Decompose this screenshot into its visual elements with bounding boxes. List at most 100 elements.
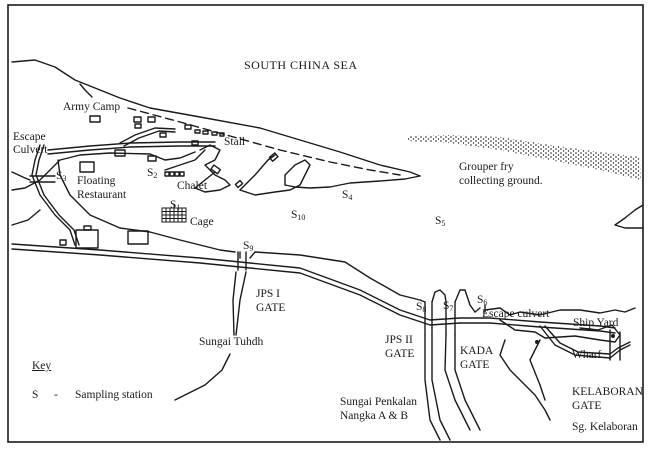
station-number: 4 [348, 193, 353, 202]
spit-south-edge [284, 175, 421, 189]
label-grouper-line2: collecting ground. [459, 175, 543, 187]
coast-inlet [79, 83, 93, 98]
army-camp-building [89, 115, 101, 123]
label-floating-line1: Floating [77, 175, 116, 187]
station-s6: S6 [477, 294, 487, 309]
wharf-marker [535, 340, 539, 344]
key-dash: - [54, 389, 58, 401]
station-s7: S7 [443, 300, 453, 315]
station-number: 2 [153, 171, 158, 180]
chalet-unit [164, 171, 170, 177]
stall-building [219, 132, 225, 137]
station-letter: S [56, 170, 63, 182]
station-s5: S5 [435, 215, 445, 230]
label-cage: Cage [190, 216, 214, 228]
label-sungai-tuhdh: Sungai Tuhdh [199, 336, 264, 348]
shipyard-marker [611, 334, 615, 338]
building [191, 140, 199, 146]
building [234, 179, 244, 189]
fish-cage [161, 204, 187, 223]
label-stall: Stall [224, 136, 246, 148]
penkalan-river [424, 334, 451, 441]
key-symbol: S [32, 389, 39, 401]
station-number: 1 [176, 203, 181, 212]
building [147, 155, 157, 162]
grouper-fry-ground [408, 135, 641, 180]
dashed-boundary [127, 107, 401, 176]
kada-river [444, 334, 481, 431]
chalet-unit [179, 171, 185, 177]
jps2-gate [424, 301, 433, 336]
label-escape-culvert-line2: Culvert [13, 144, 48, 156]
label-army-camp: Army Camp [63, 101, 121, 113]
west-creek [11, 171, 41, 226]
sungai-tuhdh-lower [174, 353, 231, 401]
wharf-loop [499, 319, 621, 343]
station-letter: S [443, 300, 450, 312]
station-letter: S [291, 209, 298, 221]
station-letter: S [435, 215, 442, 227]
lagoon-loop-west [194, 144, 231, 193]
label-kelaboran-line1: KELABORAN [572, 386, 643, 398]
building [133, 116, 142, 123]
label-jps1-line2: GATE [256, 302, 286, 314]
station-s3: S3 [56, 170, 66, 185]
station-s9: S9 [243, 240, 253, 255]
sea-title: SOUTH CHINA SEA [244, 58, 358, 72]
label-wharf: Wharf [572, 349, 602, 361]
stall-building [202, 130, 209, 135]
label-ship-yard: Ship Yard [573, 317, 619, 329]
label-kada-line1: KADA [460, 345, 494, 357]
label-sg-kelaboran: Sg. Kelaboran [572, 421, 638, 433]
label-penkalan-line2: Nangka A & B [340, 410, 409, 422]
west-road [31, 144, 76, 246]
label-kelaboran-line2: GATE [572, 400, 602, 412]
building [147, 116, 156, 123]
building [127, 230, 149, 245]
building [59, 239, 67, 246]
label-jps2-line1: JPS II [385, 334, 413, 346]
east-headland [614, 204, 644, 229]
building [75, 229, 99, 249]
kelaboran-gate [609, 329, 621, 361]
building [159, 132, 167, 138]
escape-culvert-east [474, 304, 486, 313]
stall-building [211, 131, 218, 136]
station-number: 7 [449, 304, 454, 313]
map-frame [7, 4, 644, 443]
station-letter: S [170, 199, 177, 211]
station-letter: S [243, 240, 250, 252]
jps1-gate [237, 251, 247, 271]
key-heading: Key [32, 360, 52, 372]
station-number: 6 [483, 298, 488, 307]
chalet-unit [174, 171, 180, 177]
label-escape-culvert-line1: Escape [13, 131, 46, 143]
station-number: 10 [297, 213, 306, 222]
east-shoreline [484, 307, 636, 316]
label-escape-culvert-east: Escape culvert [482, 308, 550, 320]
label-kada-line2: GATE [460, 359, 490, 371]
station-s1: S1 [170, 199, 180, 214]
east-road [459, 317, 616, 329]
lagoon-south-shore [239, 251, 426, 303]
station-letter: S [342, 189, 349, 201]
station-letter: S [147, 167, 154, 179]
label-chalet: Chalet [177, 180, 208, 192]
key-description: Sampling station [75, 389, 153, 401]
label-penkalan-line1: Sungai Penkalan [340, 396, 417, 408]
label-jps2-line2: GATE [385, 348, 415, 360]
building [184, 124, 192, 130]
label-grouper-line1: Grouper fry [459, 161, 514, 173]
station-s2: S2 [147, 167, 157, 182]
station-s10: S10 [291, 209, 305, 224]
building [268, 152, 279, 162]
building [134, 123, 142, 129]
culvert-bridge [29, 175, 56, 183]
station-number: 9 [249, 244, 254, 253]
building [210, 164, 222, 175]
station-s8: S8 [416, 301, 426, 316]
station-letter: S [477, 294, 484, 306]
station-s4: S4 [342, 189, 352, 204]
station-number: 8 [422, 305, 427, 314]
